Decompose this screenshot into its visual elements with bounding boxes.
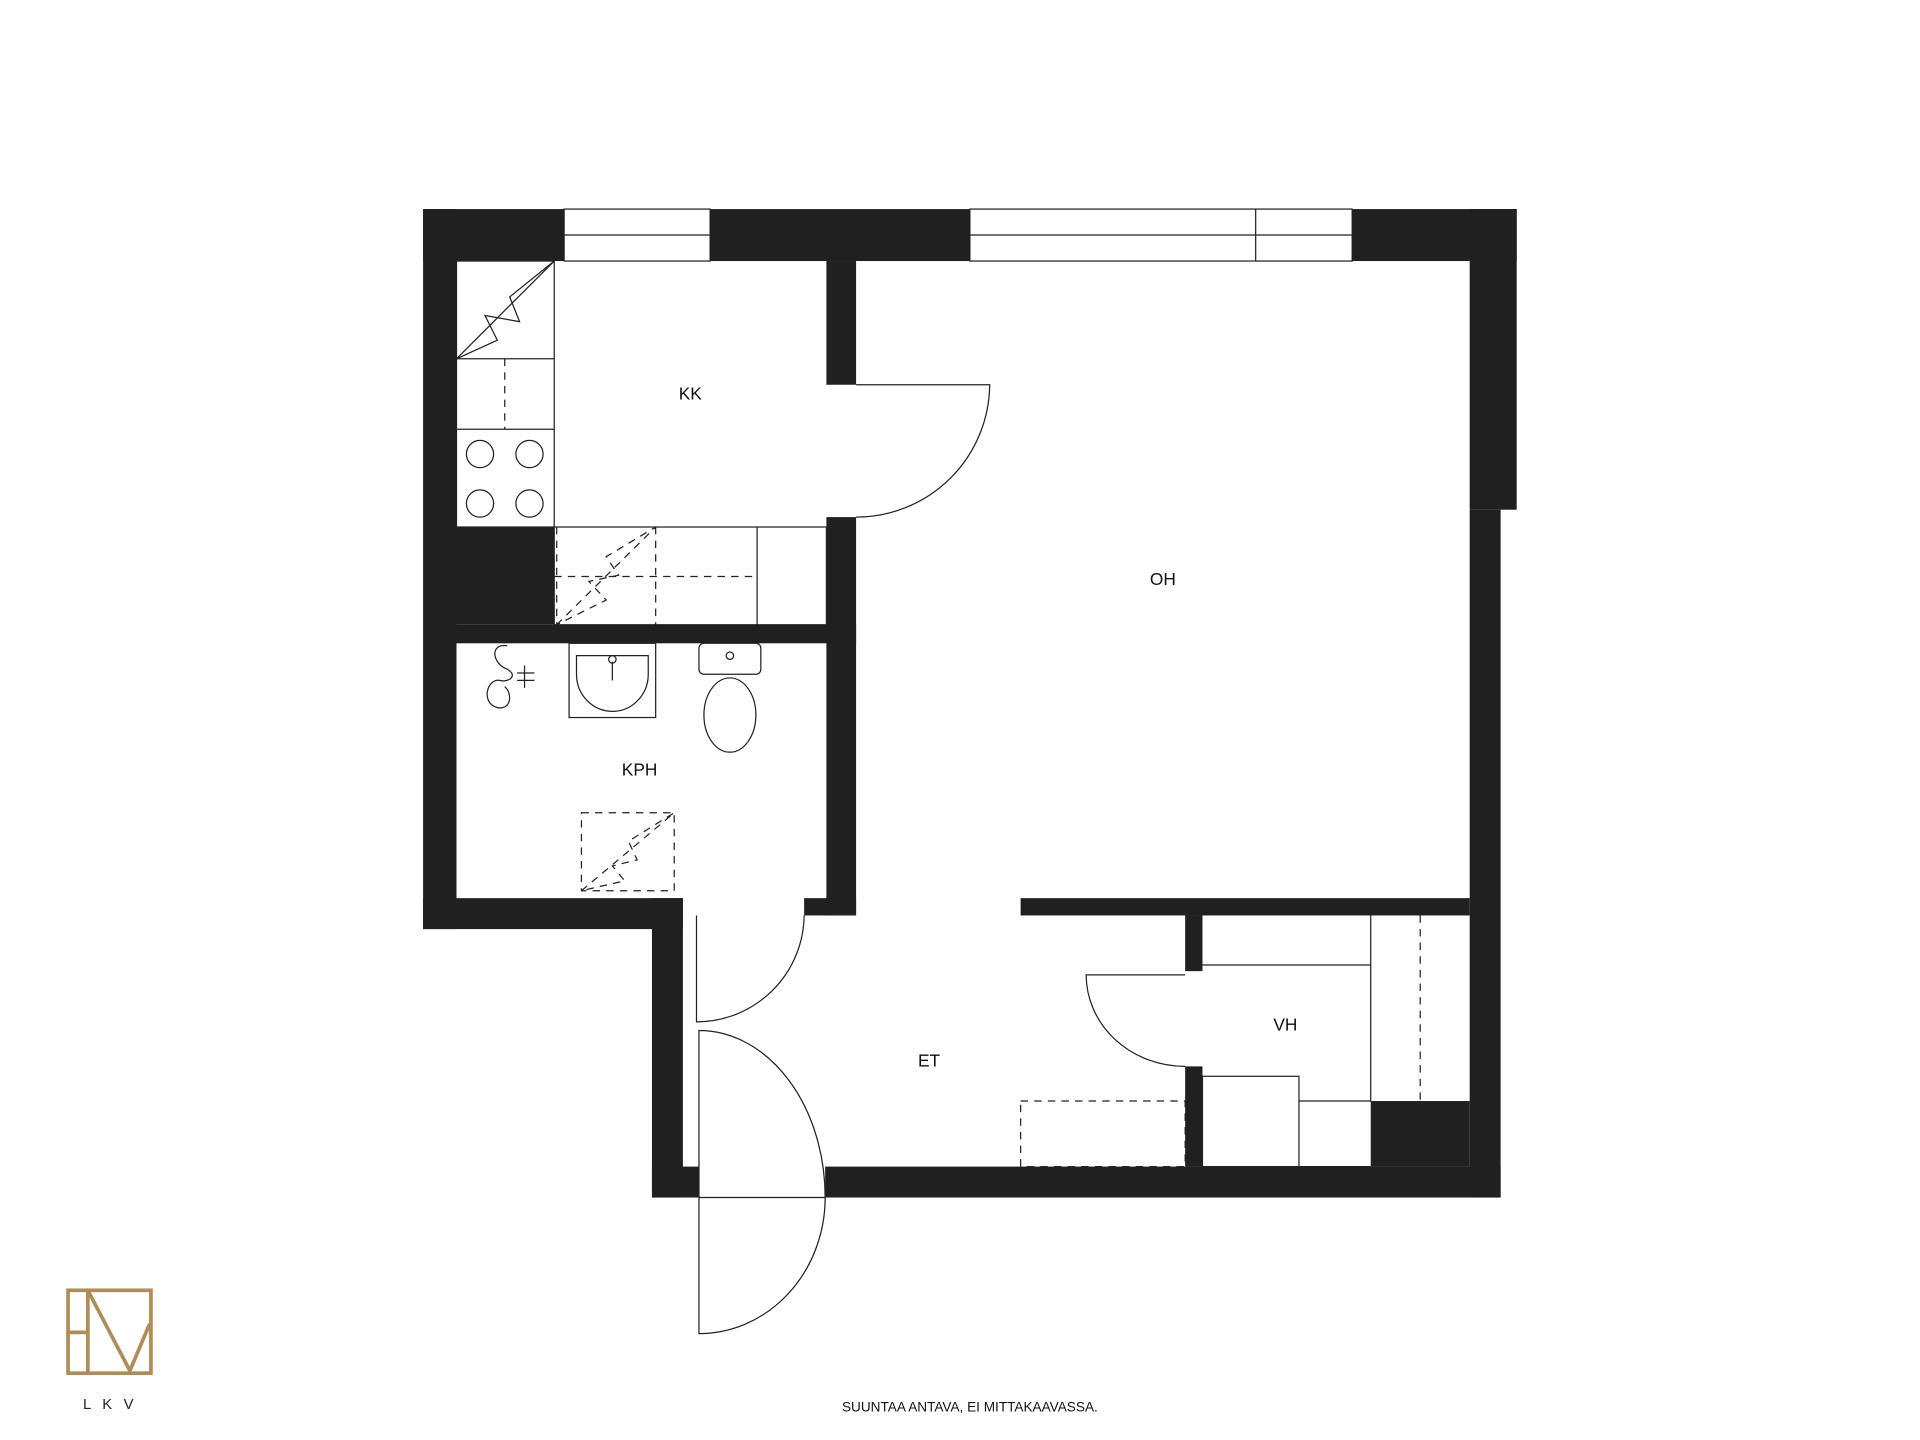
logo: L K V bbox=[66, 1288, 153, 1413]
logo-label: L K V bbox=[83, 1397, 137, 1413]
room-labels: KK OH KPH ET VH bbox=[622, 384, 1298, 1071]
kitchen-fixtures bbox=[455, 260, 828, 626]
bathroom-fixtures bbox=[486, 642, 762, 892]
room-label-oh: OH bbox=[1150, 569, 1176, 589]
logo-mark-icon bbox=[66, 1288, 153, 1376]
room-label-et: ET bbox=[918, 1050, 941, 1070]
walls bbox=[423, 209, 1517, 1198]
doors bbox=[695, 384, 1186, 1335]
storage-fixtures bbox=[1020, 915, 1421, 1168]
room-label-vh: VH bbox=[1273, 1015, 1297, 1035]
disclaimer-text: SUUNTAA ANTAVA, EI MITTAKAAVASSA. bbox=[842, 1400, 1098, 1415]
room-label-kk: KK bbox=[679, 384, 703, 404]
room-label-kph: KPH bbox=[622, 760, 658, 780]
windows bbox=[563, 208, 1353, 262]
stove-burners bbox=[465, 439, 544, 518]
